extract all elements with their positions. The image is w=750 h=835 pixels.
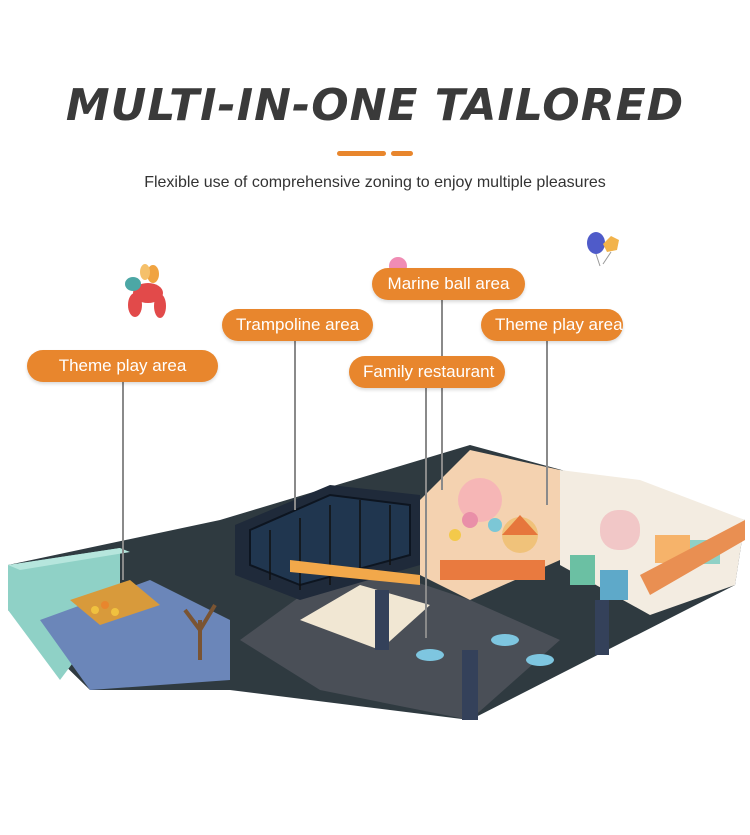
page-title: MULTI-IN-ONE TAILORED	[65, 80, 685, 131]
label-marine-ball-area: Marine ball area	[372, 268, 525, 300]
page-subtitle: Flexible use of comprehensive zoning to …	[144, 174, 606, 191]
label-theme-play-area-right: Theme play area	[481, 309, 623, 341]
leader-marine-ball	[441, 298, 443, 490]
label-trampoline-area: Trampoline area	[222, 309, 373, 341]
leader-trampoline	[294, 340, 296, 510]
leader-theme-play-left	[122, 380, 124, 580]
title-accent-short	[391, 151, 413, 156]
label-family-restaurant: Family restaurant	[349, 356, 505, 388]
label-theme-play-area-left: Theme play area	[27, 350, 218, 382]
balloon-dog-icon	[125, 264, 166, 318]
title-accent-long	[337, 151, 386, 156]
leader-family-restaurant	[425, 388, 427, 638]
leader-theme-play-right	[546, 340, 548, 505]
balloons-icon	[587, 232, 619, 267]
